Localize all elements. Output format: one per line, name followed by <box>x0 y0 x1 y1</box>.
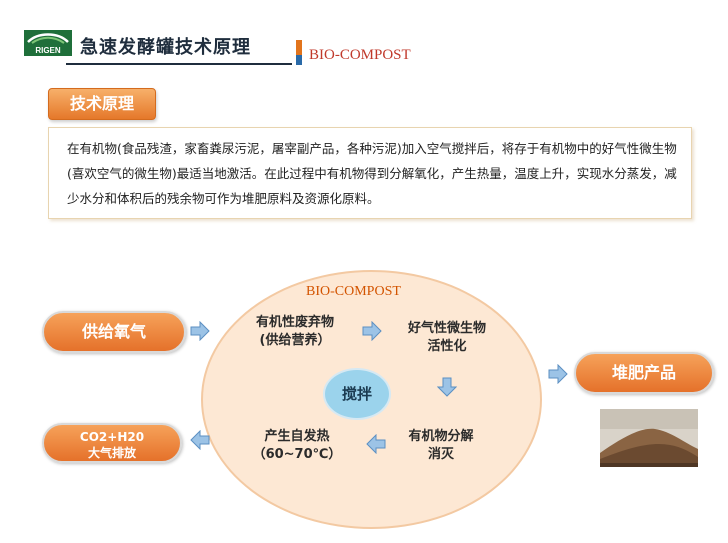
brand-accent-bar <box>296 40 302 65</box>
node-self-heating: 产生自发热 （60~70℃） <box>242 428 352 464</box>
process-title: BIO-COMPOST <box>306 284 401 299</box>
arrow-left-icon <box>190 430 210 450</box>
node-microbe-line2: 活性化 <box>427 339 467 354</box>
node-organic-waste: 有机性废弃物 (供给营养） <box>240 314 350 350</box>
node-heat-line1: 产生自发热 <box>264 429 330 444</box>
node-organic-waste-line2: (供给营养） <box>259 333 331 348</box>
co2-release-line1: CO2+H20 <box>79 430 145 444</box>
node-decompose-line2: 消灭 <box>427 447 454 462</box>
arrow-right-icon <box>190 321 210 341</box>
title-underline <box>66 63 292 65</box>
node-decomposition: 有机物分解 消灭 <box>396 428 486 464</box>
description-box: 在有机物(食品残渣，家畜粪尿污泥，屠宰副产品，各种污泥)加入空气搅拌后，将存于有… <box>48 127 692 219</box>
arrow-right-icon <box>362 321 382 341</box>
node-microbe-line1: 好气性微生物 <box>407 321 486 336</box>
rigen-logo: RIGEN <box>24 30 72 56</box>
node-heat-line2: （60~70℃） <box>252 447 342 462</box>
arrow-left-icon <box>366 434 386 454</box>
stir-circle: 搅拌 <box>323 368 391 420</box>
arrow-right-icon <box>548 364 568 384</box>
section-label: 技术原理 <box>48 88 156 120</box>
oxygen-supply-pill: 供给氧气 <box>42 311 186 353</box>
brand-name: BIO-COMPOST <box>309 47 411 63</box>
description-text: 在有机物(食品残渣，家畜粪尿污泥，屠宰副产品，各种污泥)加入空气搅拌后，将存于有… <box>67 141 677 206</box>
co2-release-line2: 大气排放 <box>87 446 136 460</box>
compost-product-pill: 堆肥产品 <box>574 352 714 394</box>
page-title: 急速发酵罐技术原理 <box>80 37 251 58</box>
svg-text:RIGEN: RIGEN <box>35 46 61 55</box>
section-label-text: 技术原理 <box>69 94 134 113</box>
node-microbe-activation: 好气性微生物 活性化 <box>392 320 502 356</box>
arrow-down-icon <box>437 377 457 397</box>
node-decompose-line1: 有机物分解 <box>408 429 474 444</box>
compost-pile-image <box>600 409 698 467</box>
co2-release-pill: CO2+H20 大气排放 <box>42 423 182 463</box>
node-organic-waste-line1: 有机性废弃物 <box>255 315 334 330</box>
